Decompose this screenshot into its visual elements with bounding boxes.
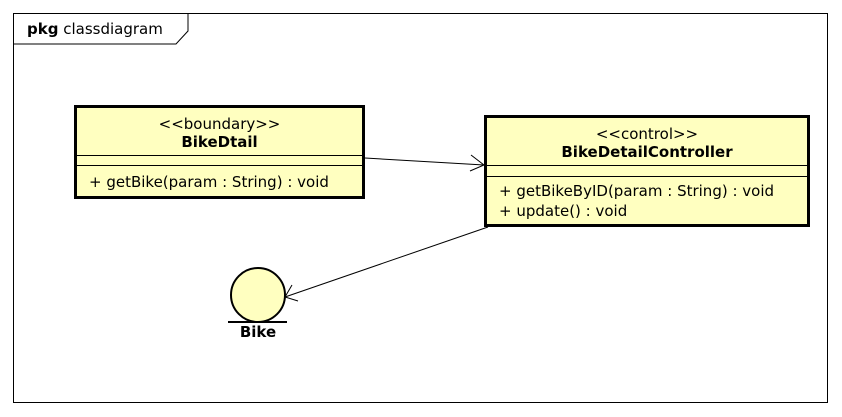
operation: + getBikeByID(param : String) : void [499,182,775,200]
operations-compartment: + getBikeByID(param : String) : void + u… [487,176,807,221]
entity-icon[interactable] [228,267,287,323]
class-stereotype: <<control>> [595,125,699,143]
operation: + getBike(param : String) : void [89,173,329,191]
package-keyword: pkg [27,20,59,38]
class-header: <<boundary>> BikeDtail [77,108,362,155]
entity-label: Bike [239,323,277,341]
package-label: pkg classdiagram [27,20,163,38]
class-bikedetailcontroller[interactable]: <<control>> BikeDetailController + getBi… [484,115,810,227]
operations-compartment: + getBike(param : String) : void [77,165,362,192]
class-bikedtail[interactable]: <<boundary>> BikeDtail + getBike(param :… [74,105,365,199]
package-name: classdiagram [63,20,163,38]
package-tab [13,13,189,45]
class-header: <<control>> BikeDetailController [487,118,807,165]
attributes-compartment [77,155,362,165]
class-stereotype: <<boundary>> [158,115,281,133]
class-name: BikeDetailController [561,143,733,161]
operation: + update() : void [499,202,628,220]
association-controller-to-bike [284,226,489,302]
attributes-compartment [487,165,807,176]
package-frame [13,13,828,403]
class-name: BikeDtail [181,133,258,151]
association-bikedtail-to-controller [364,154,485,172]
